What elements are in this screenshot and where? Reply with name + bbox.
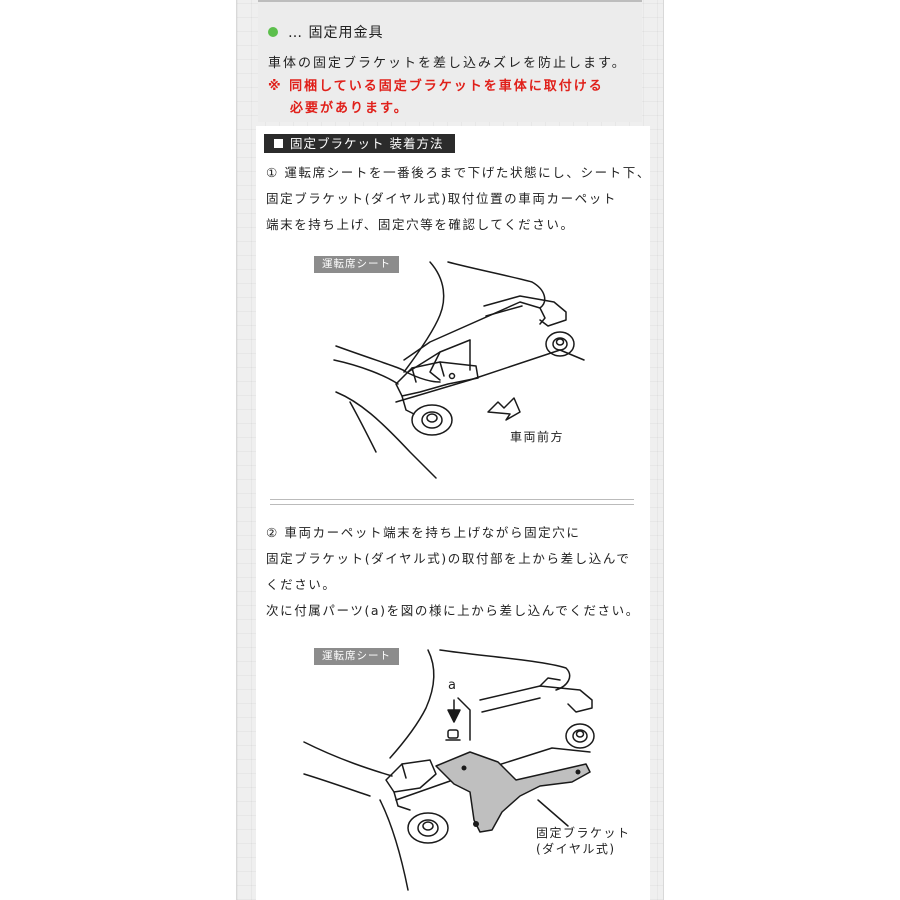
step1-line-1: ① 運転席シートを一番後ろまで下げた状態にし、シート下、 [266,165,651,180]
green-dot-icon [268,27,278,37]
vehicle-front-label: 車両前方 [510,430,565,444]
step2-line-1: ② 車両カーペット端末を持ち上げながら固定穴に [266,525,581,540]
seat-tag-1: 運転席シート [314,256,399,273]
step2-line-2: 固定ブラケット(ダイヤル式)の取付部を上から差し込んで [266,551,631,566]
parts-description-section [258,2,642,122]
top-rule [258,0,642,2]
part-title: … 固定用金具 [288,25,384,41]
install-heading-text: 固定ブラケット 装着方法 [290,136,444,151]
install-heading: 固定ブラケット 装着方法 [264,134,456,153]
part-description: 車体の固定ブラケットを差し込みズレを防止します。 [268,56,627,71]
bracket-label-line-1: 固定ブラケット [536,826,631,840]
warning-note-line-2: 必要があります。 [290,101,409,116]
step1-line-3: 端末を持ち上げ、固定穴等を確認してください。 [266,217,575,232]
square-icon [274,139,283,148]
step2-line-4: 次に付属パーツ(a)を図の様に上から差し込んでください。 [266,603,640,618]
step1-seat-diagram [330,258,610,478]
section-divider [270,499,634,505]
bracket-label-line-2: (ダイヤル式) [536,842,616,856]
step1-line-2: 固定ブラケット(ダイヤル式)取付位置の車両カーペット [266,191,617,206]
step1-text: ① 運転席シートを一番後ろまで下げた状態にし、シート下、 固定ブラケット(ダイヤ… [266,160,651,238]
step2-line-3: ください。 [266,577,337,592]
warning-note: ※ 同梱している固定ブラケットを車体に取付ける 必要があります。 [268,76,604,120]
part-title-row: … 固定用金具 [268,22,383,42]
part-a-label: a [448,678,458,693]
step2-text: ② 車両カーペット端末を持ち上げながら固定穴に 固定ブラケット(ダイヤル式)の取… [266,520,640,624]
warning-note-line-1: ※ 同梱している固定ブラケットを車体に取付ける [268,79,604,94]
seat-tag-2: 運転席シート [314,648,399,665]
step2-seat-diagram [300,646,620,900]
